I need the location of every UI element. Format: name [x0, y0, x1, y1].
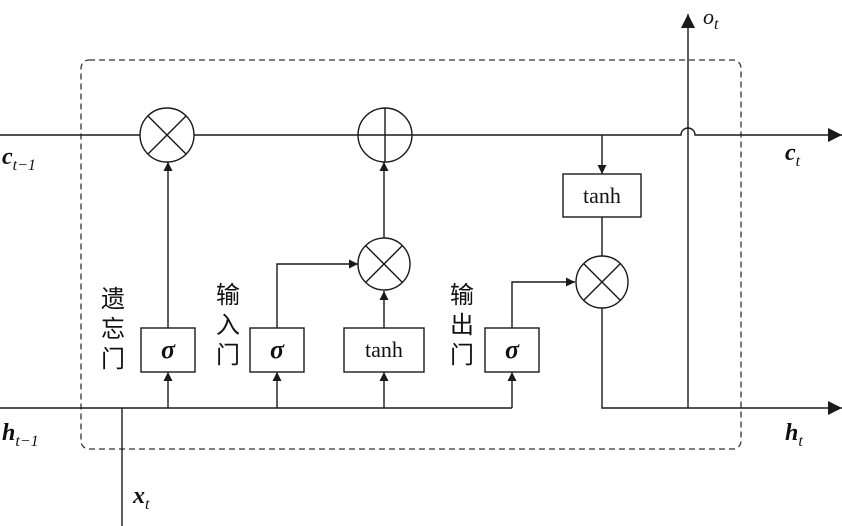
forget-gate-label: 遗 忘 门: [101, 285, 125, 373]
cell-add-op: [357, 107, 413, 163]
h-prev-label: ht−1: [2, 420, 39, 450]
cell-boundary: [80, 59, 742, 450]
svg-text:遗: 遗: [101, 285, 125, 313]
output-to-multiply-arrow: [511, 277, 575, 328]
svg-text:门: 门: [216, 341, 240, 369]
forget-gate-sigma: σ: [161, 335, 176, 364]
svg-text:门: 门: [450, 341, 474, 369]
candidate-tanh-box: [343, 327, 425, 373]
svg-text:出: 出: [450, 311, 474, 339]
c-out-label: ct: [785, 140, 801, 170]
output-gate-sigma: σ: [505, 335, 520, 364]
svg-text:输: 输: [216, 281, 240, 309]
output-multiply-op: [575, 255, 629, 309]
forget-gate-sigma-box: [140, 327, 196, 373]
input-to-multiply-arrow: [276, 259, 358, 328]
svg-text:忘: 忘: [101, 315, 125, 343]
input-gate-sigma-box: [249, 327, 305, 373]
cell-tanh-box: [562, 173, 642, 218]
forget-multiply-op: [139, 107, 195, 163]
x-label: xt: [132, 483, 150, 513]
svg-text:输: 输: [450, 281, 474, 309]
svg-text:门: 门: [101, 345, 125, 373]
output-gate-label: 输 出 门: [450, 281, 474, 369]
candidate-tanh: tanh: [365, 337, 403, 362]
cell-state-line-out: [412, 127, 842, 142]
input-multiply-op: [357, 237, 411, 291]
svg-text:入: 入: [216, 311, 240, 339]
c-prev-label: ct−1: [2, 144, 36, 174]
hidden-output-line: [601, 308, 842, 415]
cell-tanh: tanh: [583, 183, 621, 208]
output-gate-sigma-box: [484, 327, 540, 373]
input-gate-sigma: σ: [270, 335, 285, 364]
o-out-label: ot: [703, 4, 719, 33]
h-out-label: ht: [785, 420, 803, 450]
input-gate-label: 输 入 门: [216, 281, 240, 369]
